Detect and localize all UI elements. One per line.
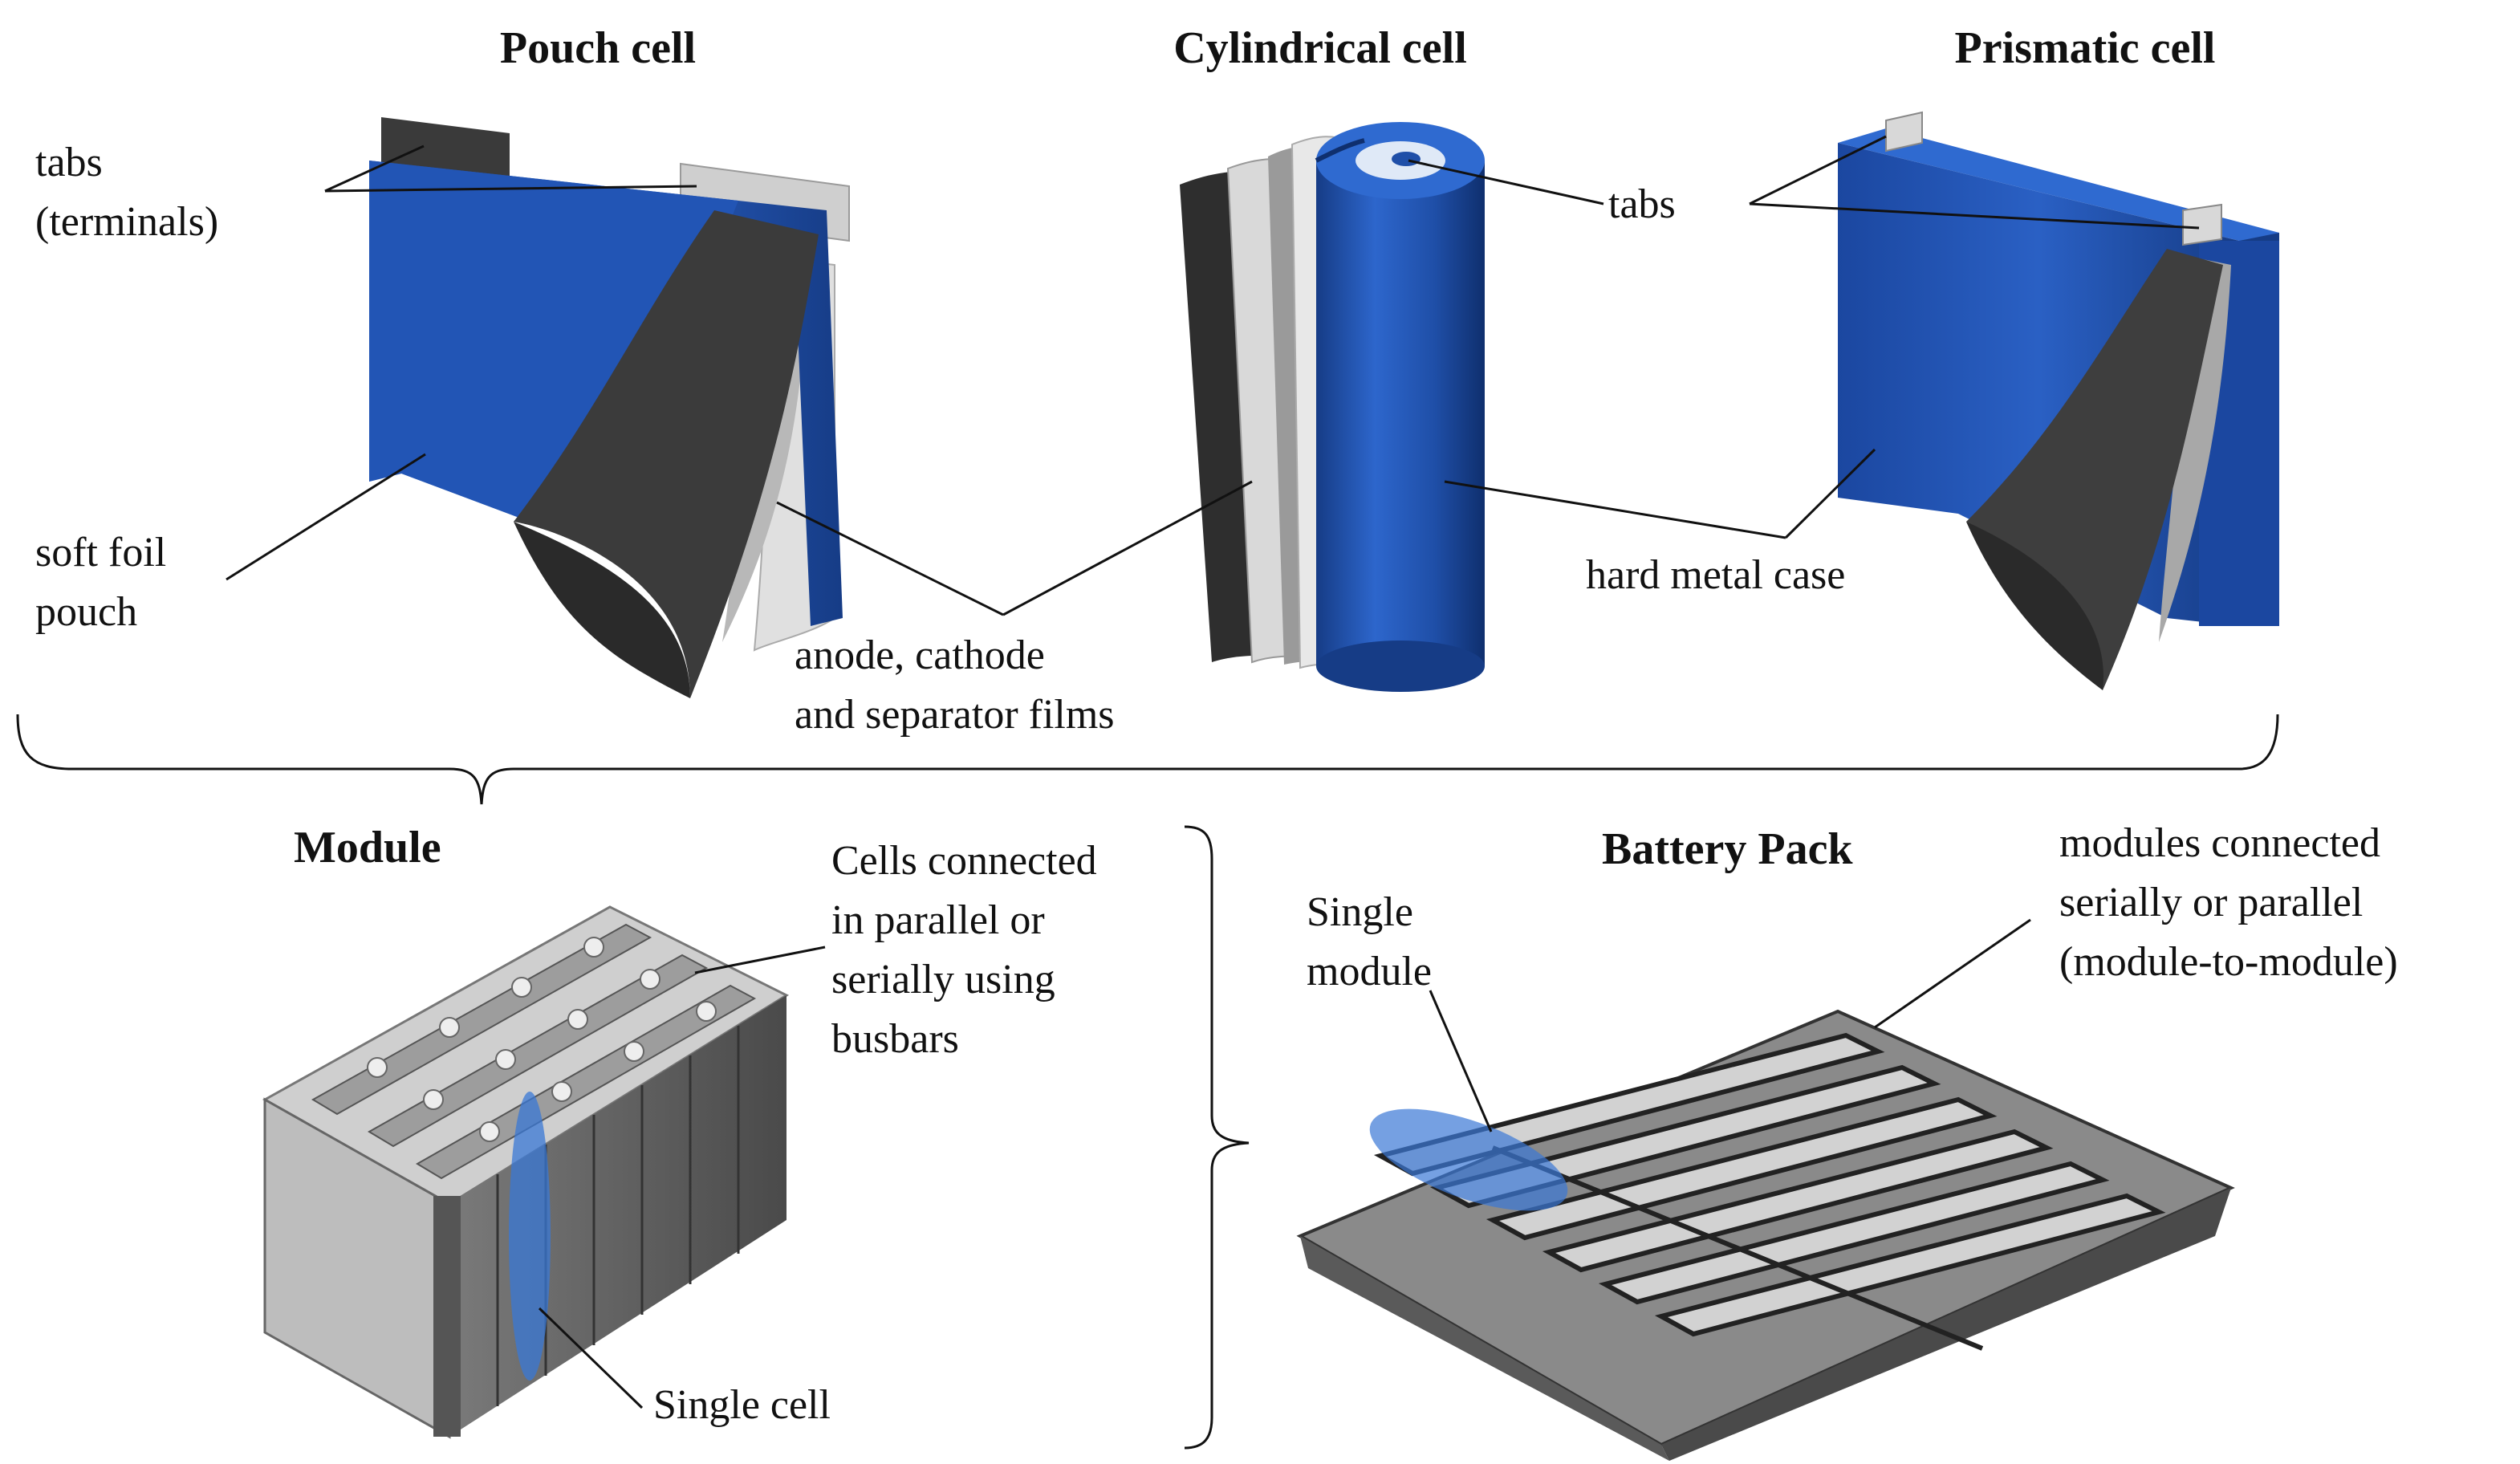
module-illustration bbox=[262, 905, 790, 1439]
cyl-top-pin bbox=[1392, 152, 1421, 166]
title-cylindrical-cell: Cylindrical cell bbox=[1173, 23, 1467, 73]
cells-brace bbox=[16, 714, 2279, 805]
prism-case-top bbox=[1838, 128, 2279, 241]
prismatic-cell-illustration bbox=[1838, 111, 2279, 690]
cylindrical-cell-illustration bbox=[1180, 122, 1485, 692]
label-modules-connected: modules connected serially or parallel (… bbox=[2059, 820, 2398, 985]
label-hard-metal-case: hard metal case bbox=[1586, 552, 1846, 598]
label-electrode-films: anode, cathode and separator films bbox=[795, 632, 1115, 738]
pack-tray-side bbox=[1661, 1188, 2231, 1461]
module-end-plate bbox=[433, 1196, 461, 1437]
module-busbars bbox=[311, 923, 757, 1180]
title-pouch-cell: Pouch cell bbox=[499, 23, 697, 73]
prism-film-curl bbox=[1966, 522, 2103, 690]
single-module-highlight bbox=[1369, 1108, 1568, 1211]
cyl-roll-edge bbox=[1315, 138, 1365, 163]
module-pack-brace bbox=[1184, 825, 1250, 1450]
pouch-film-dark bbox=[514, 210, 819, 698]
prism-tab-left bbox=[1885, 111, 1923, 152]
label-single-module: Single module bbox=[1307, 889, 1432, 994]
prism-tab-right bbox=[2182, 203, 2222, 246]
title-prismatic-cell: Prismatic cell bbox=[1954, 23, 2216, 73]
label-single-cell: Single cell bbox=[653, 1382, 831, 1428]
battery-pack-illustration bbox=[1296, 1009, 2235, 1461]
pouch-cell-illustration bbox=[369, 117, 850, 698]
label-cells-connected: Cells connected in parallel or serially … bbox=[831, 838, 1097, 1062]
leader-lines bbox=[226, 135, 2200, 1409]
prism-film-grey bbox=[2159, 257, 2231, 642]
module-cell-dividers bbox=[496, 1026, 740, 1406]
single-cell-highlight bbox=[509, 1092, 551, 1381]
pack-tray-left bbox=[1300, 1236, 1669, 1461]
title-battery-pack: Battery Pack bbox=[1602, 824, 1853, 874]
label-tabs-terminals: tabs (terminals) bbox=[35, 140, 219, 245]
prism-film-dark bbox=[1966, 249, 2223, 690]
cyl-bottom bbox=[1316, 640, 1485, 692]
label-soft-foil-pouch: soft foil pouch bbox=[35, 530, 167, 635]
cyl-body bbox=[1316, 161, 1485, 666]
pouch-front-face bbox=[369, 161, 738, 522]
title-module: Module bbox=[294, 823, 441, 872]
pack-center-rail bbox=[1491, 1145, 1984, 1351]
label-tabs: tabs bbox=[1608, 181, 1676, 227]
module-terminals bbox=[367, 937, 717, 1142]
pouch-film-curl bbox=[514, 522, 690, 698]
